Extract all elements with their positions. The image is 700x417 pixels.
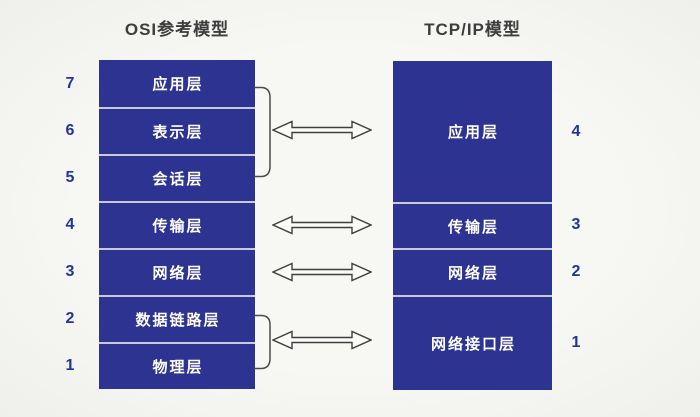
osi-model-title: OSI参考模型 xyxy=(124,20,230,39)
osi-lower-layers-bracket xyxy=(254,314,272,370)
tcpip-layer-network: 网络层 xyxy=(393,248,552,295)
osi-layer-physical: 物理层 xyxy=(99,342,255,389)
osi-layer-number: 2 xyxy=(65,309,75,327)
tcpip-layer-number: 3 xyxy=(571,216,581,233)
osi-upper-layers-bracket xyxy=(254,86,272,178)
osi-layer-session: 会话层 xyxy=(99,154,255,201)
osi-layer-transport: 传输层 xyxy=(99,201,255,248)
osi-layer-number: 7 xyxy=(65,74,75,92)
osi-layer-number: 4 xyxy=(65,215,75,233)
osi-layer-number: 6 xyxy=(65,121,75,139)
tcpip-layer-number: 1 xyxy=(571,333,581,351)
tcpip-layer-number: 4 xyxy=(571,122,581,140)
osi-layer-number: 5 xyxy=(65,168,75,186)
tcpip-layer-transport: 传输层 xyxy=(393,202,552,248)
tcpip-layer-number: 2 xyxy=(571,262,581,280)
osi-layer-presentation: 表示层 xyxy=(99,107,255,154)
double-arrow-icon-network-interface xyxy=(272,328,372,352)
tcpip-layer-network-interface: 网络接口层 xyxy=(393,295,552,390)
double-arrow-icon-network xyxy=(272,260,372,284)
osi-layer-application: 应用层 xyxy=(99,60,255,107)
double-arrow-icon-transport xyxy=(272,213,372,237)
osi-layer-datalink: 数据链路层 xyxy=(99,295,255,342)
tcpip-layer-application: 应用层 xyxy=(393,61,552,202)
osi-layer-stack: 应用层 表示层 会话层 传输层 网络层 数据链路层 物理层 xyxy=(99,60,255,389)
double-arrow-icon-application xyxy=(272,118,372,142)
tcpip-layer-stack: 应用层 传输层 网络层 网络接口层 xyxy=(393,61,552,390)
osi-layer-number: 3 xyxy=(65,262,75,280)
osi-layer-number: 1 xyxy=(65,356,75,374)
tcpip-model-title: TCP/IP模型 xyxy=(424,20,521,39)
osi-layer-network: 网络层 xyxy=(99,248,255,295)
